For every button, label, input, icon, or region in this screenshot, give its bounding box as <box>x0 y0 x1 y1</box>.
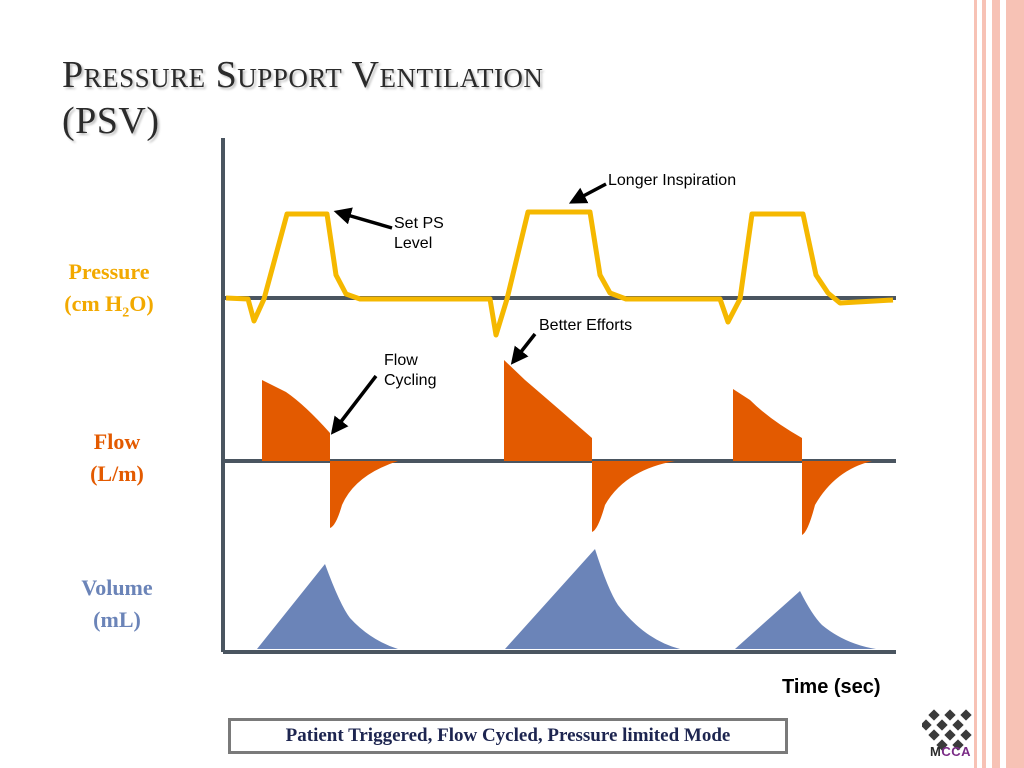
right-decorative-stripes <box>974 0 1024 768</box>
stripe <box>992 0 1000 768</box>
mode-caption-box: Patient Triggered, Flow Cycled, Pressure… <box>228 718 788 754</box>
annotation-set-ps-line-2: Level <box>394 235 433 252</box>
logo-text-cca: CCA <box>941 744 972 759</box>
flow-label-line-1: Flow <box>93 429 141 454</box>
volume-wave-3 <box>735 591 876 649</box>
flow-inspiration-3 <box>733 389 802 461</box>
flow-expiration-1 <box>330 461 398 528</box>
flow-expiration-2 <box>592 461 675 532</box>
annotation-set-ps-line-1: Set PS <box>394 215 444 232</box>
annotation-flow-cycling-line-2: Cycling <box>384 372 437 389</box>
stripe <box>1006 0 1024 768</box>
volume-label: Volume (mL) <box>52 572 182 636</box>
arrow-flow-cycling <box>330 374 378 435</box>
pressure-label-line-2: (cm H2O) <box>64 291 154 321</box>
logo-text: MCCA <box>930 744 971 759</box>
flow-label-line-2: (L/m) <box>90 461 144 486</box>
volume-label-line-1: Volume <box>81 575 153 600</box>
flow-inspiration-1 <box>262 380 330 461</box>
flow-expiration-3 <box>802 461 872 535</box>
title-line-2: (PSV) <box>62 100 160 142</box>
arrow-longer-inspiration <box>568 182 607 204</box>
volume-label-line-2: (mL) <box>93 607 141 632</box>
stripe <box>974 0 977 768</box>
pressure-trace <box>225 209 894 338</box>
logo-text-m: M <box>930 744 942 759</box>
title-line-1: Pressure Support Ventilation <box>62 54 544 96</box>
flow-label: Flow (L/m) <box>52 426 182 490</box>
annotation-flow-cycling: Flow Cycling <box>384 351 436 391</box>
mcca-logo-icon <box>922 709 972 751</box>
arrow-better-efforts <box>510 332 537 365</box>
volume-wave-2 <box>505 549 680 649</box>
volume-wave-1 <box>257 564 398 649</box>
time-axis-label: Time (sec) <box>782 676 881 698</box>
annotation-flow-cycling-line-1: Flow <box>384 352 418 369</box>
annotation-better-efforts: Better Efforts <box>539 317 633 334</box>
arrow-set-ps-level <box>333 207 393 230</box>
slide-title: Pressure Support Ventilation (PSV) <box>62 52 543 144</box>
pressure-label: Pressure (cm H2O) <box>44 256 174 329</box>
stripe <box>982 0 986 768</box>
pressure-label-line-1: Pressure <box>68 259 150 284</box>
mode-caption: Patient Triggered, Flow Cycled, Pressure… <box>285 725 731 746</box>
annotation-set-ps-level: Set PS Level <box>394 214 444 254</box>
flow-inspiration-2 <box>504 360 592 461</box>
pressure-unit-subscript: 2 <box>122 305 130 321</box>
annotation-longer-inspiration: Longer Inspiration <box>608 172 737 189</box>
